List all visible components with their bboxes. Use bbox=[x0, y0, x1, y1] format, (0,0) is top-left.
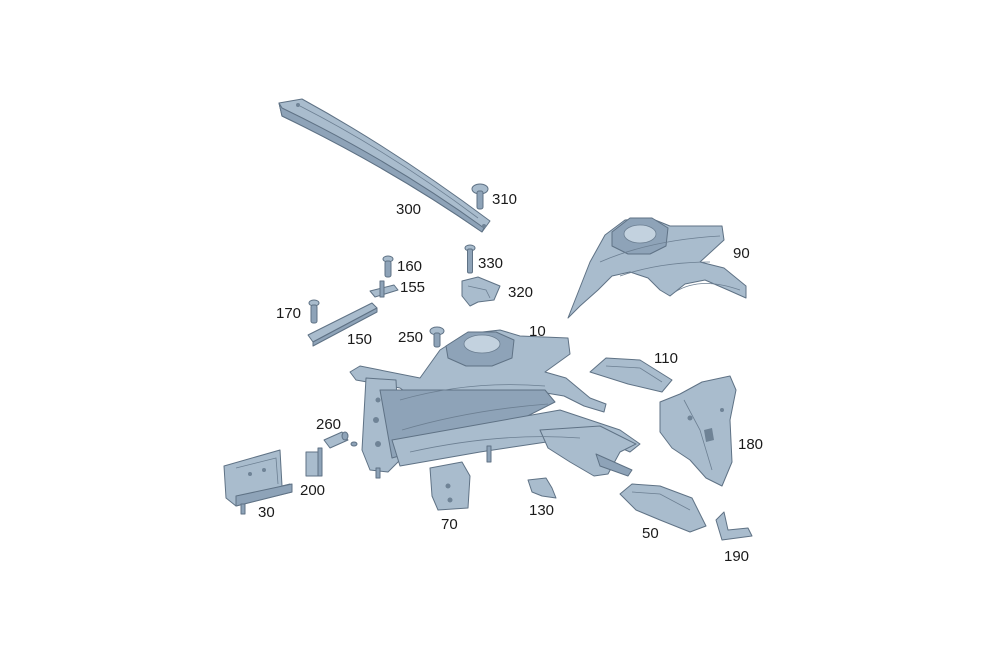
part-160-bolt bbox=[382, 255, 394, 278]
part-180-panel bbox=[659, 375, 737, 487]
part-310-bolt bbox=[471, 183, 489, 210]
callout-30: 30 bbox=[258, 504, 275, 521]
part-155-clip bbox=[369, 280, 399, 298]
callout-300: 300 bbox=[396, 201, 422, 218]
part-300-curved-bar bbox=[278, 98, 491, 233]
callout-330: 330 bbox=[478, 255, 504, 272]
part-170-bolt bbox=[308, 299, 320, 324]
callout-320: 320 bbox=[508, 284, 534, 301]
part-260-cylinder bbox=[323, 431, 358, 449]
part-250-bolt bbox=[429, 326, 445, 348]
callout-250: 250 bbox=[398, 329, 424, 346]
callout-260: 260 bbox=[316, 416, 342, 433]
callout-200: 200 bbox=[300, 482, 326, 499]
callout-310: 310 bbox=[492, 191, 518, 208]
part-330-bolt bbox=[464, 244, 476, 274]
part-320-bracket bbox=[461, 276, 501, 307]
part-50-reinforcement bbox=[619, 483, 707, 533]
callout-190: 190 bbox=[724, 548, 750, 565]
callout-160: 160 bbox=[397, 258, 423, 275]
callout-110: 110 bbox=[654, 350, 678, 367]
part-10-main-structure bbox=[349, 329, 641, 479]
callout-70: 70 bbox=[441, 516, 458, 533]
callout-180: 180 bbox=[738, 436, 764, 453]
part-90-wheelhouse bbox=[567, 217, 747, 319]
part-70-bracket bbox=[429, 461, 471, 511]
part-30-bracket bbox=[223, 449, 293, 515]
callout-155: 155 bbox=[400, 279, 426, 296]
part-150-rail bbox=[307, 302, 378, 347]
part-130-bracket bbox=[527, 477, 557, 499]
part-200-block bbox=[305, 447, 323, 477]
part-110-plate bbox=[589, 357, 673, 393]
callout-90: 90 bbox=[733, 245, 750, 262]
callout-170: 170 bbox=[276, 305, 302, 322]
callout-150: 150 bbox=[347, 331, 373, 348]
callout-10: 10 bbox=[529, 323, 546, 340]
callout-50: 50 bbox=[642, 525, 659, 542]
part-190-bracket bbox=[715, 511, 753, 541]
callout-130: 130 bbox=[529, 502, 555, 519]
